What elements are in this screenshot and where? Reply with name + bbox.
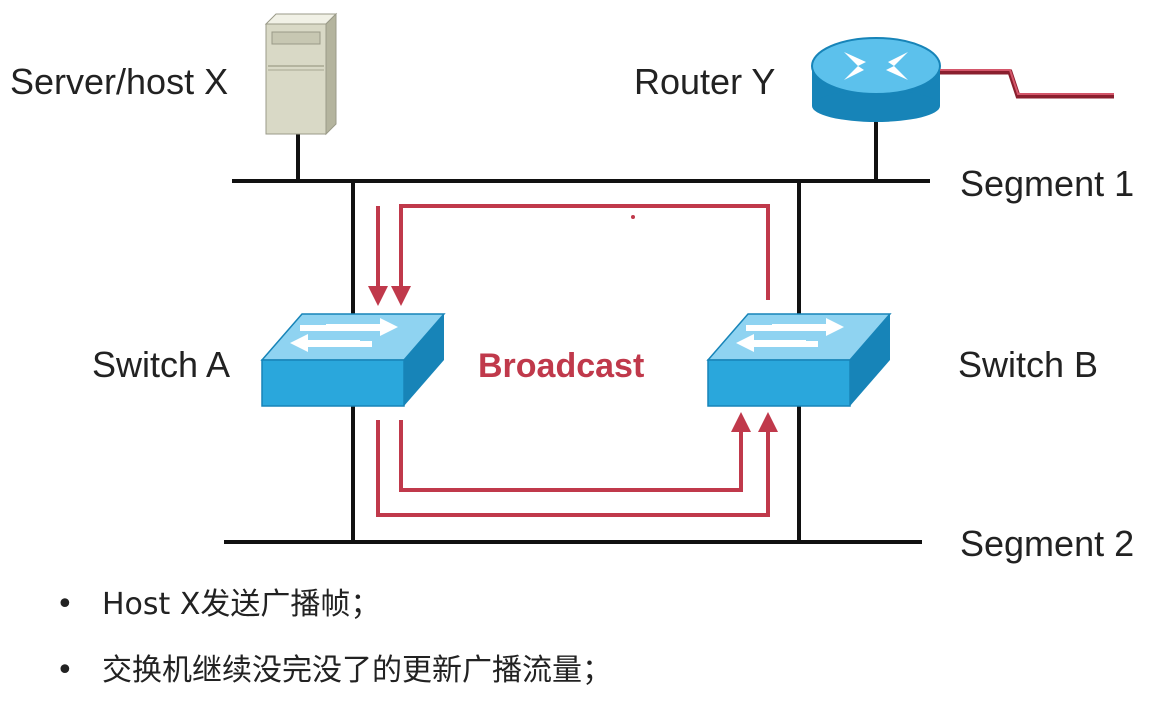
broadcast-flow [368,204,778,517]
broadcast-arrow-up-2 [376,412,778,517]
bullet-dot-icon: • [56,653,74,688]
segment-1-label: Segment 1 [960,163,1134,204]
segment-2-label: Segment 2 [960,523,1134,564]
router-icon [811,37,941,122]
switch-b-label: Switch B [958,344,1098,385]
bullet-item: • 交换机继续没完没了的更新广播流量； [56,656,612,686]
switch-a-icon [260,313,446,407]
broadcast-arrow-up-1 [399,412,751,492]
broadcast-label: Broadcast [478,347,644,385]
switch-a-label: Switch A [92,344,230,385]
server-icon [264,12,338,136]
router-label: Router Y [634,61,775,102]
switch-b-icon [706,313,892,407]
bullet-dot-icon: • [56,587,74,622]
serial-link-icon [940,69,1114,99]
bullet-item: • Host X发送广播帧； [56,590,612,620]
bullet-text: Host X发送广播帧； [102,587,381,622]
stray-dot [631,215,635,219]
bullet-text: 交换机继续没完没了的更新广播流量； [102,653,612,688]
broadcast-arrow-down-2 [391,204,770,306]
server-label: Server/host X [10,61,228,102]
bullet-list: • Host X发送广播帧； • 交换机继续没完没了的更新广播流量； [56,590,612,722]
